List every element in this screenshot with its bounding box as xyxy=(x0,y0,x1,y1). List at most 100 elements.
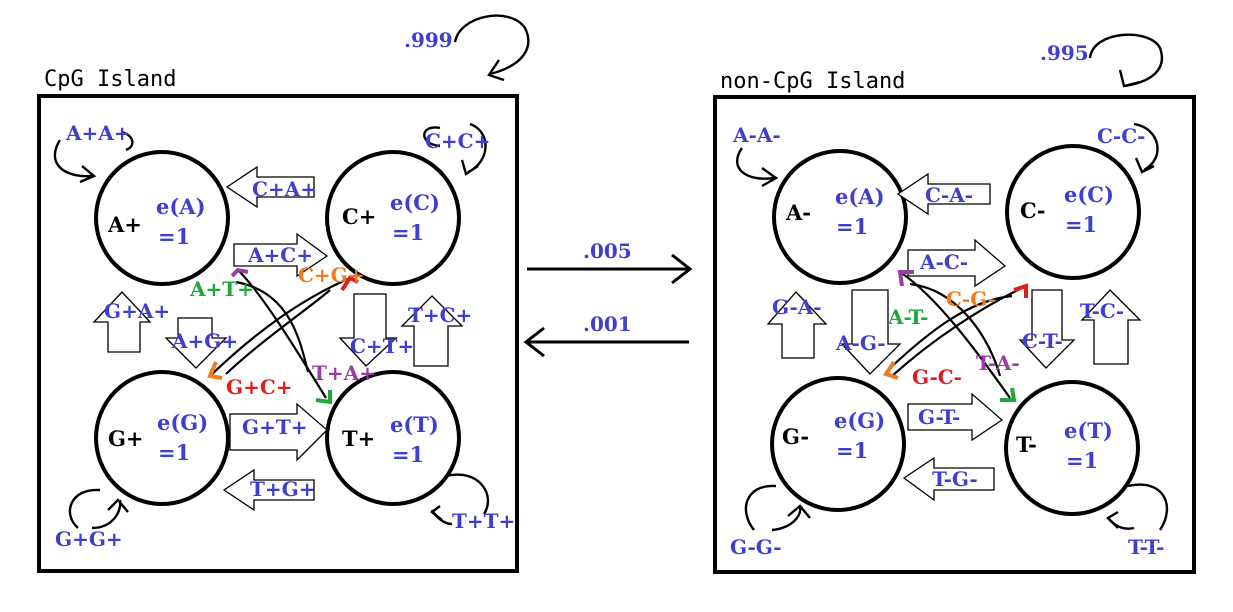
arrowhead-at-plus xyxy=(315,390,332,405)
edge-label-aa-minus: A-A- xyxy=(732,123,781,147)
loop-gg-minus-head xyxy=(787,504,811,519)
edge-label-ac-minus: A-C- xyxy=(919,250,968,274)
edge-label-cc-plus: C+C+ xyxy=(425,129,490,153)
cpg-island-model: A+ e(A) =1 C+ e(C) =1 G+ e(G) =1 T+ e(T)… xyxy=(53,121,515,551)
cpg-to-noncpg-arrowhead xyxy=(671,253,693,285)
state-t-minus-emission: e(T) xyxy=(1064,418,1113,443)
edge-label-ca-minus: C-A- xyxy=(925,183,973,207)
edge-label-tc-plus: T+C+ xyxy=(408,303,472,327)
block-arrow-ga-minus xyxy=(766,291,828,359)
arrowhead-gc-minus xyxy=(1013,283,1028,298)
cpg-self-loop-arrowhead xyxy=(487,59,505,82)
block-arrow-tg-plus xyxy=(222,468,315,512)
state-g-plus-emission-value: =1 xyxy=(158,440,190,465)
noncpg-self-loop-arrowhead xyxy=(1118,69,1141,88)
block-arrow-ac-minus xyxy=(907,238,1007,288)
block-arrow-ga-plus xyxy=(92,291,152,353)
state-t-minus-label: T- xyxy=(1016,432,1037,457)
state-c-minus-emission: e(C) xyxy=(1064,182,1114,207)
noncpg-self-loop-arc xyxy=(1088,33,1163,88)
noncpg-island-title: non-CpG Island xyxy=(720,69,905,94)
block-arrow-ag-plus xyxy=(164,317,228,369)
edge-label-at-plus: A+T+ xyxy=(189,277,254,301)
block-arrow-ct-minus xyxy=(1018,289,1076,369)
state-g-plus xyxy=(94,370,230,506)
cpg-to-noncpg-prob: .005 xyxy=(583,239,632,263)
curve-at-minus xyxy=(899,271,1011,399)
loop-aa-minus-tail xyxy=(761,167,779,188)
block-arrow-ca-minus xyxy=(896,172,991,216)
loop-aa-minus xyxy=(735,147,775,180)
loop-aa-plus xyxy=(53,139,93,178)
edge-label-ta-plus: T+A+ xyxy=(312,361,376,385)
state-a-minus-label: A- xyxy=(785,200,811,225)
state-c-plus xyxy=(325,150,461,286)
block-arrow-ag-minus xyxy=(840,289,902,375)
self-transition-cpg-prob: .999 xyxy=(404,28,453,52)
arrowhead-ta-minus xyxy=(897,270,914,287)
loop-aa-plus-head xyxy=(79,165,97,184)
state-a-minus-emission-value: =1 xyxy=(836,214,868,239)
edge-label-ag-plus: A+G+ xyxy=(171,329,238,353)
state-g-minus-emission: e(G) xyxy=(834,408,885,433)
arrowhead-gc-plus xyxy=(340,275,359,292)
edge-label-gc-plus: G+C+ xyxy=(226,375,293,399)
edge-label-tt-minus: T-T- xyxy=(1128,535,1164,559)
loop-cc-plus-head xyxy=(460,159,479,176)
edge-label-cg-minus: C-G- xyxy=(946,287,996,311)
edge-label-tg-plus: T+G+ xyxy=(250,477,315,501)
loop-gg-plus xyxy=(68,488,122,530)
block-arrow-ca-plus xyxy=(225,165,315,209)
noncpg-to-cpg-prob: .001 xyxy=(583,312,632,336)
edge-label-cg-plus: C+G+ xyxy=(298,263,365,287)
edge-label-gc-minus: G-C- xyxy=(912,365,962,389)
loop-gg-plus-head xyxy=(107,498,129,513)
loop-tt-plus-head xyxy=(430,505,443,521)
curve-cg-plus xyxy=(225,289,331,375)
state-a-minus xyxy=(772,149,908,285)
state-a-plus-label: A+ xyxy=(107,212,142,237)
edge-label-ac-plus: A+C+ xyxy=(247,243,313,267)
edge-label-gt-minus: G-T- xyxy=(918,405,960,429)
loop-gg-minus xyxy=(744,484,802,532)
edge-label-ga-minus: G-A- xyxy=(772,295,822,319)
block-arrow-tc-plus xyxy=(400,295,464,367)
self-transition-noncpg-prob: .995 xyxy=(1040,41,1089,65)
state-a-minus-emission: e(A) xyxy=(835,184,885,209)
state-a-plus-emission: e(A) xyxy=(156,194,206,219)
arrowhead-ta-plus xyxy=(230,267,249,278)
edge-label-ga-plus: G+A+ xyxy=(104,299,170,323)
curve-gc-plus xyxy=(209,276,351,377)
state-c-minus xyxy=(1005,144,1141,280)
curve-ta-plus xyxy=(235,280,310,373)
loop-aa-plus-tail xyxy=(121,130,134,152)
state-c-plus-emission-value: =1 xyxy=(392,220,424,245)
edge-label-ct-plus: C+T+ xyxy=(350,334,414,358)
state-t-plus-emission: e(T) xyxy=(390,412,439,437)
edge-label-at-minus: A-T- xyxy=(887,305,928,329)
state-g-plus-emission: e(G) xyxy=(157,410,208,435)
cpg-self-loop-arc xyxy=(453,14,530,76)
block-arrow-ac-plus xyxy=(233,232,329,278)
edge-label-gg-minus: G-G- xyxy=(730,535,782,559)
loop-tt-minus-head xyxy=(1106,510,1119,529)
edge-label-gg-plus: G+G+ xyxy=(55,527,123,551)
block-arrow-ct-plus xyxy=(338,293,398,367)
loop-cc-minus xyxy=(1133,122,1159,172)
edge-label-tt-plus: T+T+ xyxy=(452,509,515,533)
edge-label-tg-minus: T-G- xyxy=(932,467,978,491)
cpg-island-title: CpG Island xyxy=(44,67,176,92)
edge-label-ct-minus: C-T- xyxy=(1022,329,1063,353)
block-arrow-tg-minus xyxy=(902,456,995,502)
state-c-minus-label: C- xyxy=(1020,198,1045,223)
cpg-island-box xyxy=(37,94,519,573)
state-g-minus-emission-value: =1 xyxy=(836,438,868,463)
state-c-plus-label: C+ xyxy=(342,204,376,229)
edge-label-ta-minus: T-A- xyxy=(976,351,1020,375)
state-t-plus-label: T+ xyxy=(342,426,375,451)
state-a-plus xyxy=(94,150,230,286)
state-g-minus xyxy=(770,376,906,512)
noncpg-island-box xyxy=(713,95,1196,574)
state-c-minus-emission-value: =1 xyxy=(1065,212,1097,237)
